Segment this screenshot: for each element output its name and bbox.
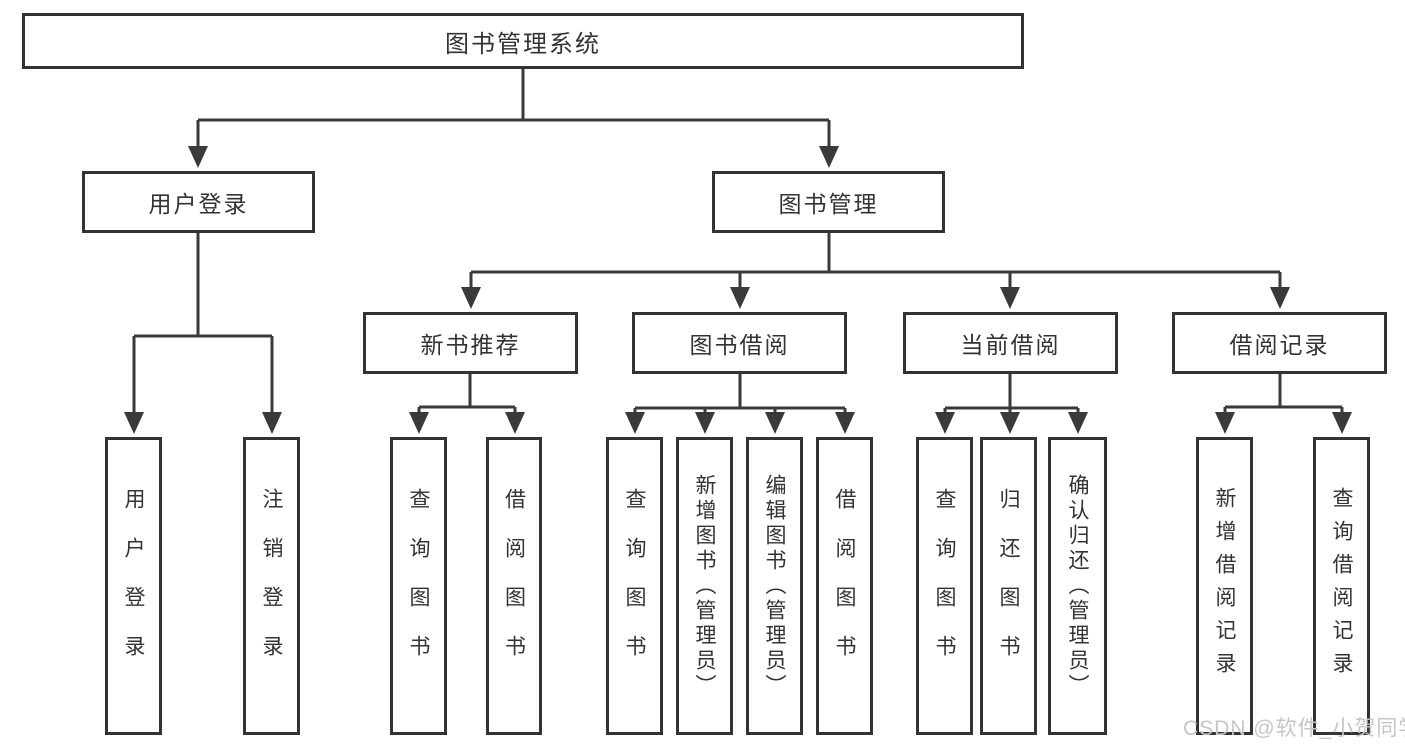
leaf-add-books-admin-label: 新增图书（管理员） — [693, 473, 716, 699]
leaf-query-borrow-record: 查询借阅记录 — [1313, 437, 1370, 735]
leaf-confirm-return-admin: 确认归还（管理员） — [1048, 437, 1107, 735]
node-book-management-label: 图书管理 — [778, 191, 879, 217]
leaf-edit-books-admin-label: 编辑图书（管理员） — [763, 473, 786, 699]
csdn-watermark: CSDN @软件_小贺同学 — [1183, 717, 1405, 740]
leaf-add-borrow-record-label: 新增借阅记录 — [1213, 487, 1236, 685]
leaf-borrow-books-recommend: 借阅图书 — [486, 437, 542, 735]
leaf-query-books-recommend-label: 查询图书 — [407, 488, 430, 684]
node-user-login-label: 用户登录 — [148, 191, 249, 217]
node-root-label: 图书管理系统 — [445, 30, 601, 58]
leaf-query-books-borrow: 查询图书 — [606, 437, 663, 735]
leaf-query-books-current-label: 查询图书 — [933, 488, 956, 684]
leaf-logout-label: 注销登录 — [260, 488, 283, 684]
node-book-management: 图书管理 — [712, 171, 945, 233]
node-current-borrow-label: 当前借阅 — [960, 332, 1061, 358]
leaf-add-borrow-record: 新增借阅记录 — [1196, 437, 1253, 735]
node-new-book-recommend-label: 新书推荐 — [420, 332, 521, 358]
leaf-borrow-books-recommend-label: 借阅图书 — [502, 488, 526, 684]
leaf-borrow-books: 借阅图书 — [816, 437, 873, 735]
leaf-query-borrow-record-label: 查询借阅记录 — [1330, 487, 1353, 685]
leaf-confirm-return-admin-label: 确认归还（管理员） — [1066, 473, 1089, 699]
node-user-login: 用户登录 — [82, 171, 315, 233]
leaf-logout: 注销登录 — [243, 437, 300, 735]
node-book-borrow-label: 图书借阅 — [689, 332, 790, 358]
leaf-return-books-label: 归还图书 — [997, 488, 1020, 684]
leaf-query-books-current: 查询图书 — [916, 437, 973, 735]
node-root-system: 图书管理系统 — [22, 13, 1024, 69]
leaf-edit-books-admin: 编辑图书（管理员） — [746, 437, 803, 735]
leaf-query-books-borrow-label: 查询图书 — [623, 488, 646, 684]
leaf-query-books-recommend: 查询图书 — [390, 437, 447, 735]
node-borrow-record: 借阅记录 — [1172, 312, 1387, 374]
leaf-return-books: 归还图书 — [980, 437, 1037, 735]
node-current-borrow: 当前借阅 — [903, 312, 1118, 374]
arrowhead-icons — [124, 146, 1352, 434]
leaf-user-login: 用户登录 — [105, 437, 162, 735]
leaf-add-books-admin: 新增图书（管理员） — [676, 437, 733, 735]
leaf-user-login-label: 用户登录 — [122, 488, 145, 684]
leaf-borrow-books-label: 借阅图书 — [833, 488, 856, 684]
node-borrow-record-label: 借阅记录 — [1229, 332, 1330, 358]
node-book-borrow: 图书借阅 — [632, 312, 847, 374]
node-new-book-recommend: 新书推荐 — [363, 312, 578, 374]
